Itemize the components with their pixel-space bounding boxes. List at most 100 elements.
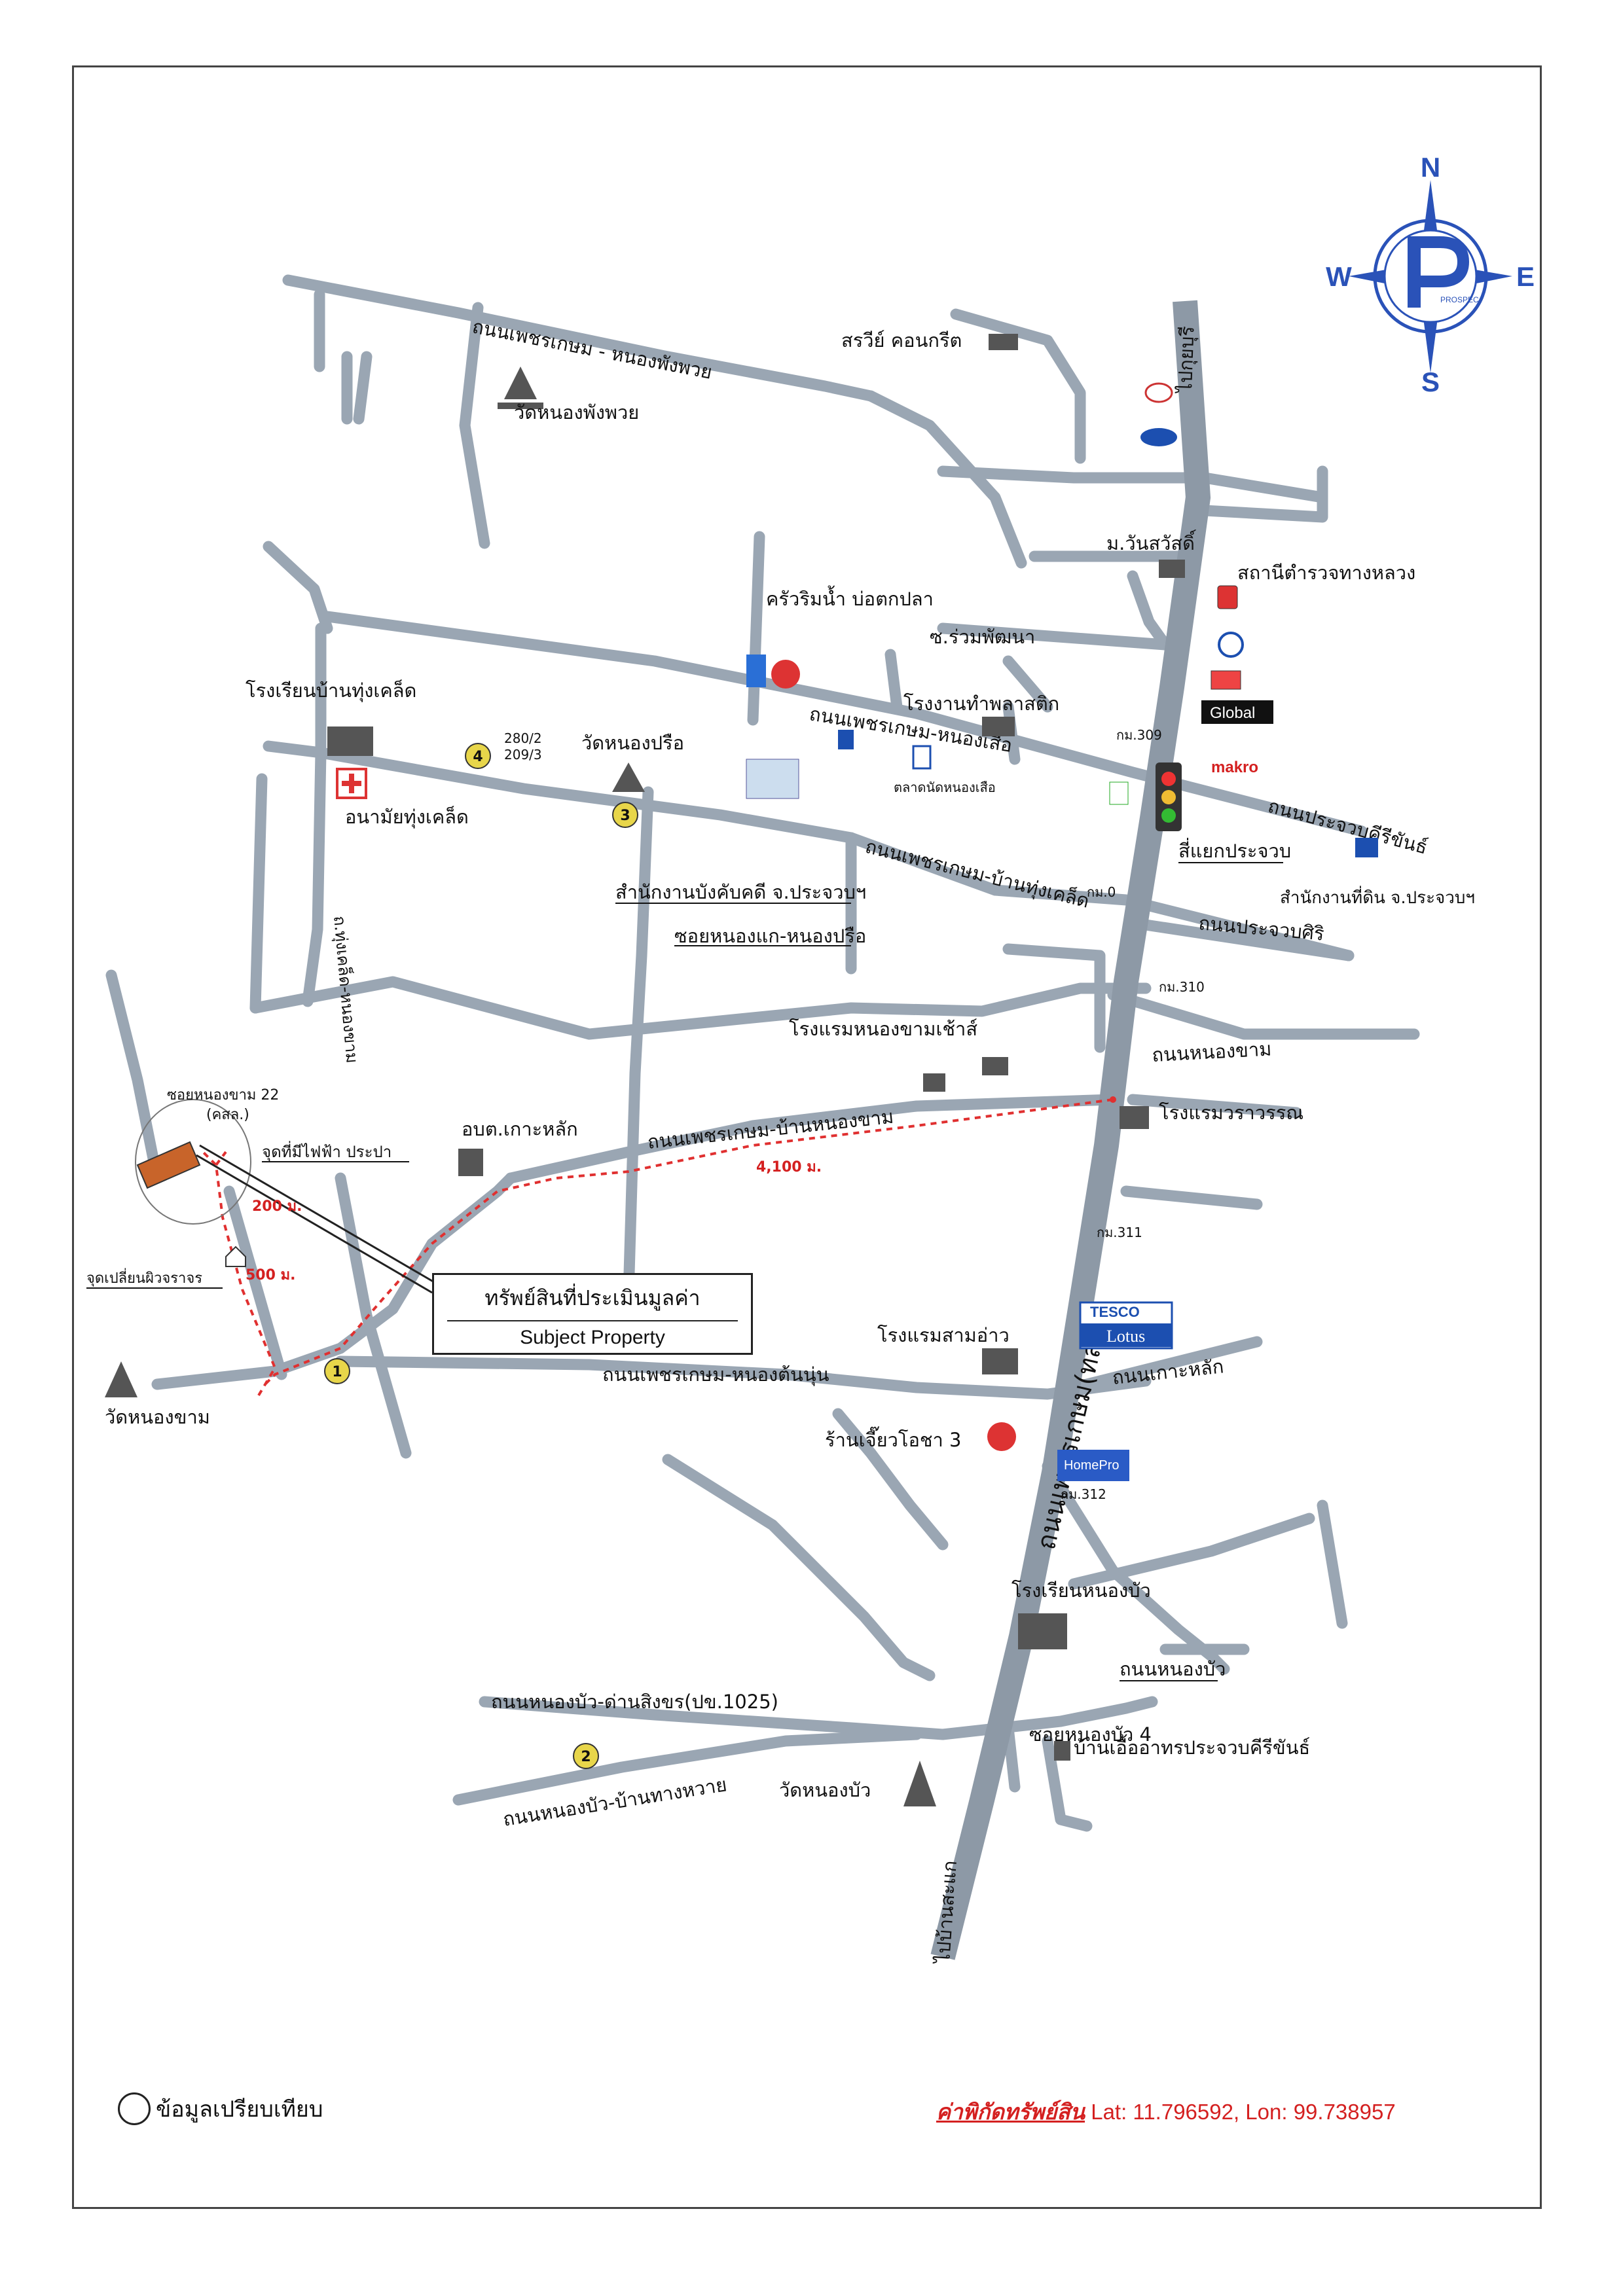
comparable-4-marker bbox=[465, 743, 491, 769]
map-frame bbox=[72, 65, 1542, 2209]
office-building-icon bbox=[458, 1149, 483, 1176]
road-nongkae bbox=[623, 786, 654, 1302]
brand-logos: Global makro TESCO Lotus HomePro bbox=[1057, 700, 1273, 1481]
legend-comparable: ข้อมูลเปรียบเทียบ bbox=[118, 2091, 323, 2126]
gas-station-icon bbox=[1218, 632, 1244, 658]
coords-value: Lat: 11.796592, Lon: 99.738957 bbox=[1085, 2100, 1396, 2124]
homepro-logo bbox=[1057, 1450, 1129, 1481]
road-krua bbox=[747, 531, 765, 726]
road-north bbox=[282, 274, 877, 402]
label-school-tungkled: โรงเรียนบ้านทุ่งเคล็ด bbox=[246, 679, 416, 702]
road-police bbox=[1127, 570, 1171, 651]
brand-lotus: Lotus bbox=[1106, 1327, 1145, 1346]
road-south-3 bbox=[1042, 1460, 1230, 1675]
label-wat-nongphangphuai: วัดหนองพังพวย bbox=[514, 401, 639, 423]
label-hotel-warawan: โรงแรมวราวรรณ bbox=[1159, 1102, 1303, 1124]
label-road-nongbua: ถนนหนองบัว bbox=[1120, 1658, 1226, 1680]
road-n2 bbox=[865, 390, 1027, 569]
label-shop-jiew: ร้านเจี๊ยวโอชา 3 bbox=[825, 1426, 962, 1451]
lotus-bg bbox=[1080, 1323, 1172, 1347]
subject-title-en: Subject Property bbox=[520, 1327, 665, 1348]
market-icon bbox=[912, 745, 932, 770]
road-wat-np bbox=[459, 302, 490, 549]
label-sarawi: สรวีย์ คอนกรีต bbox=[841, 329, 962, 351]
label-to-north: ไปกุยบุรี bbox=[1174, 326, 1199, 395]
label-wan-sawat: ม.วันสวัสดิ์ bbox=[1106, 529, 1197, 554]
road-ne bbox=[937, 465, 1328, 523]
label-road-ruam: ซ.ร่วมพัฒนา bbox=[930, 626, 1035, 648]
km-312: กม.312 bbox=[1061, 1486, 1106, 1502]
label-addr-2: 209/3 bbox=[504, 747, 542, 762]
label-utility-point: จุดที่มีไฟฟ้า ประปา bbox=[262, 1141, 392, 1162]
temple-icon-4 bbox=[105, 1361, 137, 1397]
road-tungkled-left bbox=[263, 740, 327, 759]
label-hotel-nongkham-morning: โรงแรมหนองขามเช้าส์ bbox=[789, 1018, 977, 1040]
km-309: กม.309 bbox=[1116, 727, 1162, 743]
comparable-1-label: 1 bbox=[332, 1364, 342, 1380]
school-icon-2 bbox=[1018, 1613, 1067, 1649]
comparable-4-label: 4 bbox=[473, 749, 483, 765]
property-coordinates: ค่าพิกัดทรัพย์สิน Lat: 11.796592, Lon: 9… bbox=[936, 2094, 1396, 2129]
label-soi-nongbua4: ซอยหนองบัว 4 bbox=[1029, 1723, 1152, 1746]
label-plastic: โรงงานทำพลาสติก bbox=[903, 692, 1059, 715]
school-icon bbox=[327, 726, 373, 756]
label-soi-22-sub: (คสล.) bbox=[206, 1107, 249, 1123]
label-anamai: อนามัยทุ่งเคล็ด bbox=[345, 805, 469, 829]
subject-title-th: ทรัพย์สินที่ประเมินมูลค่า bbox=[447, 1282, 738, 1321]
road-south-1 bbox=[662, 1454, 936, 1681]
label-surface-change: จุดเปลี่ยนผิวจราจร bbox=[86, 1268, 202, 1287]
road-bannongkham bbox=[505, 1094, 1119, 1184]
road-prachuap-khiri bbox=[321, 611, 1368, 837]
toyota-icon bbox=[1144, 382, 1173, 403]
road-to-wat-nongkham bbox=[151, 1172, 517, 1390]
road-north-branch bbox=[314, 289, 373, 425]
house-icon-2 bbox=[225, 1246, 246, 1267]
label-road-north: ถนนเพชรเกษม - หนองพังพวย bbox=[471, 315, 714, 383]
compass-logo-text: PROSPEC bbox=[1440, 295, 1479, 304]
shop-icon bbox=[1211, 670, 1241, 690]
compass-n: N bbox=[1421, 152, 1440, 183]
temple-icon-3 bbox=[903, 1761, 936, 1806]
factory-icon-2 bbox=[982, 717, 1015, 736]
comparable-2-marker bbox=[573, 1743, 599, 1769]
route-arrow-head bbox=[1110, 1096, 1116, 1103]
distance-4100: 4,100 ม. bbox=[756, 1159, 822, 1175]
label-talad: ตลาดนัดหนองเสือ bbox=[894, 780, 996, 795]
hotel-icon-3 bbox=[982, 1348, 1018, 1374]
comparable-1-marker bbox=[324, 1358, 350, 1384]
road-east-1 bbox=[1120, 1094, 1302, 1210]
label-wat-nongprue: วัดหนองปรือ bbox=[581, 732, 684, 754]
billboard-icon bbox=[746, 759, 799, 799]
km-markers: กม.309 กม.0 กม.310 กม.311 กม.312 bbox=[1061, 727, 1205, 1502]
label-land-office: สำนักงานที่ดิน จ.ประจวบฯ bbox=[1280, 886, 1475, 908]
road-nw bbox=[263, 541, 333, 634]
office-icon bbox=[1355, 838, 1378, 857]
global-logo bbox=[1201, 700, 1273, 724]
temple-icon bbox=[498, 367, 543, 409]
label-road-nongtonnun: ถนนเพชรเกษม-หนองต้นนุ่น bbox=[602, 1363, 829, 1386]
route-main-to-subject bbox=[261, 1098, 1114, 1389]
brand-global: Global bbox=[1210, 704, 1255, 722]
label-road-nongkham: ถนนหนองขาม bbox=[1152, 1037, 1272, 1066]
road-left-west bbox=[249, 773, 268, 1014]
compass-rose: N S W E PROSPEC bbox=[1326, 152, 1535, 397]
km-310: กม.310 bbox=[1159, 979, 1205, 995]
hotel-icon-2 bbox=[1120, 1106, 1149, 1129]
label-police: สถานีตำรวจทางหลวง bbox=[1237, 562, 1415, 584]
comparable-2-label: 2 bbox=[581, 1749, 591, 1765]
road-kohlak bbox=[1068, 1336, 1263, 1393]
label-krua-rimnam: ครัวริมน้ำ บ่อตกปลา bbox=[766, 585, 934, 610]
access-route bbox=[202, 1096, 1116, 1397]
label-ban-uea: บ้านเอื้ออาทรประจวบคีรีขันธ์ bbox=[1074, 1734, 1310, 1759]
legend-circle-icon bbox=[118, 2092, 151, 2125]
label-soi-22: ซอยหนองขาม 22 bbox=[167, 1087, 279, 1103]
road-west-b bbox=[335, 1172, 412, 1459]
label-intersection: สี่แยกประจวบ bbox=[1178, 838, 1291, 862]
route-subject-branch bbox=[202, 1151, 277, 1397]
comparable-3-label: 3 bbox=[620, 808, 630, 824]
label-school-nongbua: โรงเรียนหนองบัว bbox=[1011, 1579, 1151, 1602]
label-road-nongbua-dansingkhon: ถนนหนองบัว-ด่านสิงขร(ปข.1025) bbox=[491, 1691, 778, 1713]
label-enforcement: สำนักงานบังคับคดี จ.ประจวบฯ bbox=[615, 881, 866, 903]
compass-w: W bbox=[1326, 261, 1352, 292]
